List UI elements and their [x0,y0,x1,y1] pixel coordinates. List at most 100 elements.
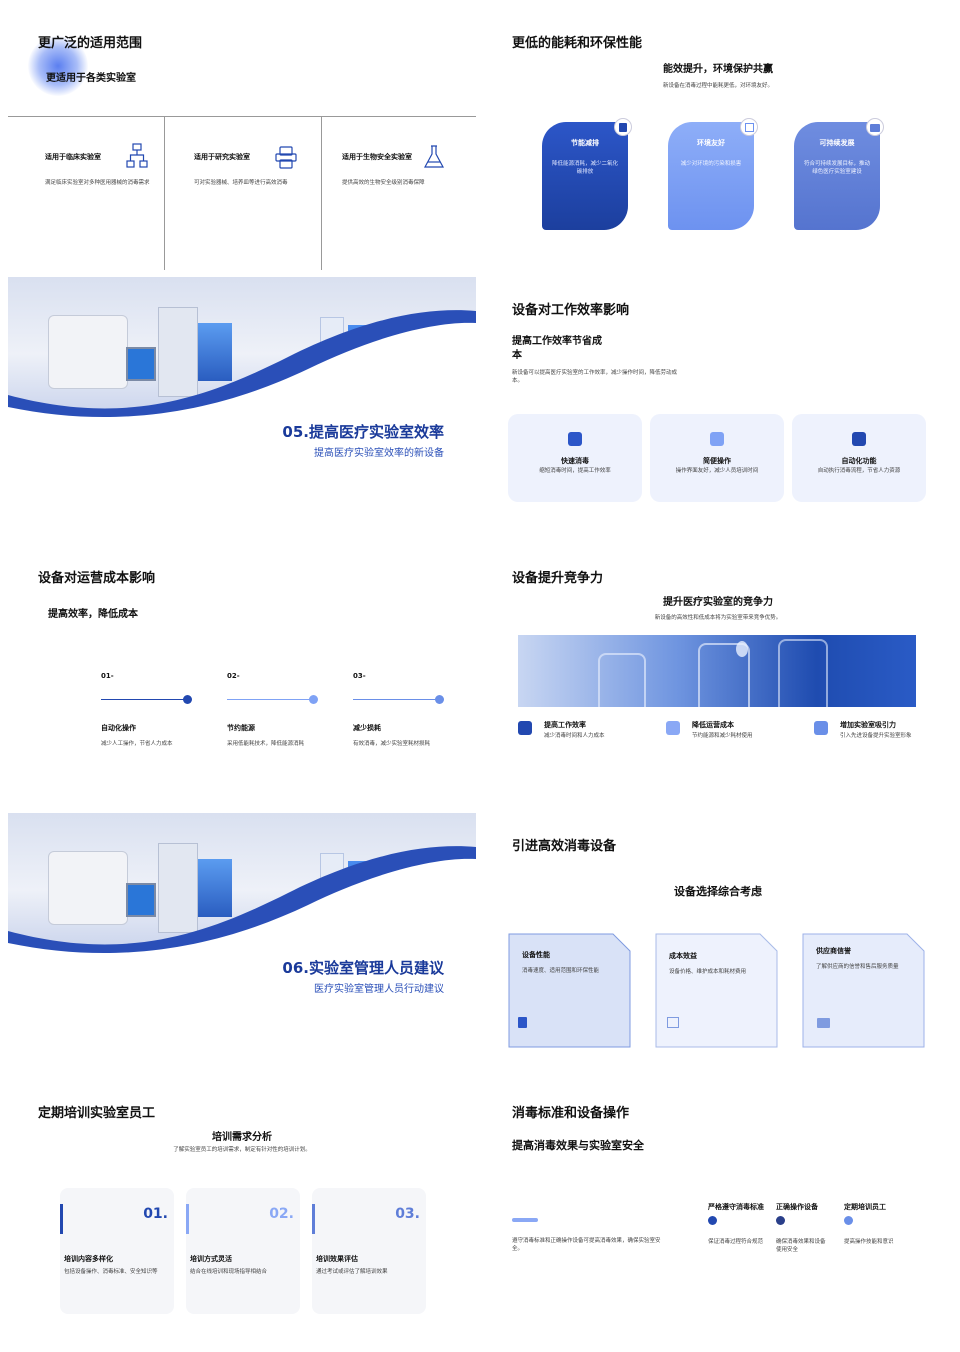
card-label: 培训效果评估 [316,1255,358,1263]
card-desc: 设备价格、维护成本和耗材费用 [669,969,747,975]
section-title: 06.实验室管理人员建议 [282,959,444,977]
slide-applicability: 更广泛的适用范围 更适用于各类实验室 适用于临床实验室 满足临床实验室对多种医用… [8,8,476,270]
hierarchy-icon [667,1017,679,1028]
slide-standards: 消毒标准和设备操作 提高消毒效果与实验室安全 遵守消毒标准和正确操作设备可提高消… [484,1082,952,1344]
slide-title: 引进高效消毒设备 [512,839,617,854]
image-icon [866,118,884,136]
wave-shape [8,846,476,1075]
slide-competitiveness: 设备提升竞争力 提升医疗实验室的竞争力 新设备的高效性和低成本将为实验室带来竞争… [484,545,952,807]
slide-subtitle: 培训需求分析 [212,1132,272,1143]
card-desc: 缩短消毒时间，提高工作效率 [539,468,611,474]
item-label: 定期培训员工 [844,1203,886,1211]
hierarchy-icon [740,118,758,136]
slide-subtitle: 能效提升，环境保护共赢 [663,64,773,75]
slide-title: 更广泛的适用范围 [38,36,143,51]
card-desc: 降低能源消耗，减少二氧化碳排放 [551,161,618,175]
col-desc: 提供高效的生物安全级别消毒保障 [342,180,425,186]
item-label: 降低运营成本 [692,721,734,729]
store-icon [814,721,828,735]
copy-icon [275,146,297,169]
training-card [60,1188,174,1314]
item-dot [708,1216,717,1225]
step-desc: 有效消毒，减少实验室耗材损耗 [353,741,431,747]
flask-icon [423,145,445,168]
slide-desc: 新设备在消毒过程中能耗更低，对环境友好。 [662,83,773,89]
section-subtitle: 医疗实验室管理人员行动建议 [314,984,444,995]
step-label: 自动化操作 [101,724,136,732]
gear-icon [710,432,724,446]
feature-card [792,414,926,502]
step-dot [183,695,192,704]
step-dot [309,695,318,704]
slide-subtitle: 设备选择综合考虑 [674,885,762,898]
image-icon [518,721,532,735]
step-desc: 采用低能耗技术，降低能源消耗 [227,741,305,747]
accent-bar [60,1204,63,1234]
slide-section-05: 05.提高医疗实验室效率 提高医疗实验室效率的新设备 [8,277,476,539]
item-desc: 引入先进设备提升实验室形象 [840,733,912,739]
feature-card [668,122,754,230]
step-label: 节约能源 [227,724,255,732]
col-desc: 满足临床实验室对多种医用器械的消毒需求 [45,180,150,186]
step-line [353,699,441,700]
slide-title: 更低的能耗和环保性能 [512,36,643,51]
step-dot [435,695,444,704]
item-label: 提高工作效率 [544,721,586,729]
card-desc: 减少对环境的污染和损害 [680,161,742,167]
location-icon [666,721,680,735]
parking-icon [518,1017,527,1028]
feature-card [542,122,628,230]
slide-training: 定期培训实验室员工 培训需求分析 了解实验室员工的培训需求，制定有针对性的培训计… [8,1082,476,1344]
card-label: 简便操作 [703,457,731,465]
slide-title: 设备对工作效率影响 [512,303,630,318]
feature-card [794,122,880,230]
glassware-image [518,635,916,707]
divider [8,116,476,117]
feature-card [508,414,642,502]
item-label: 正确操作设备 [776,1203,818,1211]
parking-icon [614,118,632,136]
step-label: 减少损耗 [353,724,381,732]
accent-bar [186,1204,189,1234]
slide-energy: 更低的能耗和环保性能 能效提升，环境保护共赢 新设备在消毒过程中能耗更低，对环境… [484,8,952,270]
slide-title: 定期培训实验室员工 [38,1106,156,1121]
card-number: 02. [269,1206,294,1222]
col-label: 适用于临床实验室 [45,153,101,161]
item-desc: 确保消毒效果和设备使用安全 [776,1239,826,1253]
image-icon [817,1018,830,1028]
feature-card [655,933,778,1048]
card-label: 供应商信誉 [816,947,851,955]
card-desc: 了解供应商的信誉和售后服务质量 [816,964,899,970]
item-label: 增加实验室吸引力 [840,721,896,729]
section-subtitle: 提高医疗实验室效率的新设备 [314,448,444,459]
slide-subtitle: 提升医疗实验室的竞争力 [663,597,773,608]
slide-cost: 设备对运营成本影响 提高效率，降低成本 01- 自动化操作 减少人工操作，节省人… [8,545,476,807]
divider [321,116,322,270]
card-label: 成本效益 [669,952,697,960]
col-label: 适用于研究实验室 [194,153,250,161]
step-desc: 减少人工操作，节省人力成本 [101,741,173,747]
card-label: 节能减排 [571,139,599,147]
hierarchy-icon [126,143,148,168]
slide-efficiency: 设备对工作效率影响 提高工作效率节省成本 新设备可以提高医疗实验室的工作效率，减… [484,277,952,539]
slide-desc: 了解实验室员工的培训需求，制定有针对性的培训计划。 [173,1147,311,1153]
accent-bar [312,1204,315,1234]
blue-glow [28,36,88,96]
wave-shape [8,310,476,539]
card-desc: 符合可持续发展目标，推动绿色医疗实验室建设 [803,161,870,175]
slide-subtitle: 提高消毒效果与实验室安全 [512,1139,644,1152]
step-number: 03- [353,672,366,680]
col-label: 适用于生物安全实验室 [342,153,412,161]
step-line [227,699,315,700]
card-label: 自动化功能 [841,457,877,465]
feature-card [650,414,784,502]
card-desc: 消毒速度、适用范围和环保性能 [522,968,600,974]
slide-subtitle: 提高效率，降低成本 [48,609,138,620]
training-card [186,1188,300,1314]
step-number: 02- [227,672,240,680]
col-desc: 可对实验器械、培养皿等进行高效消毒 [194,180,288,186]
slide-desc: 新设备的高效性和低成本将为实验室带来竞争优势。 [654,615,782,621]
slide-subtitle: 提高工作效率节省成本 [512,336,602,361]
slide-introduce-equipment: 引进高效消毒设备 设备选择综合考虑 设备性能 消毒速度、适用范围和环保性能 成本… [484,813,952,1075]
item-dot [776,1216,785,1225]
